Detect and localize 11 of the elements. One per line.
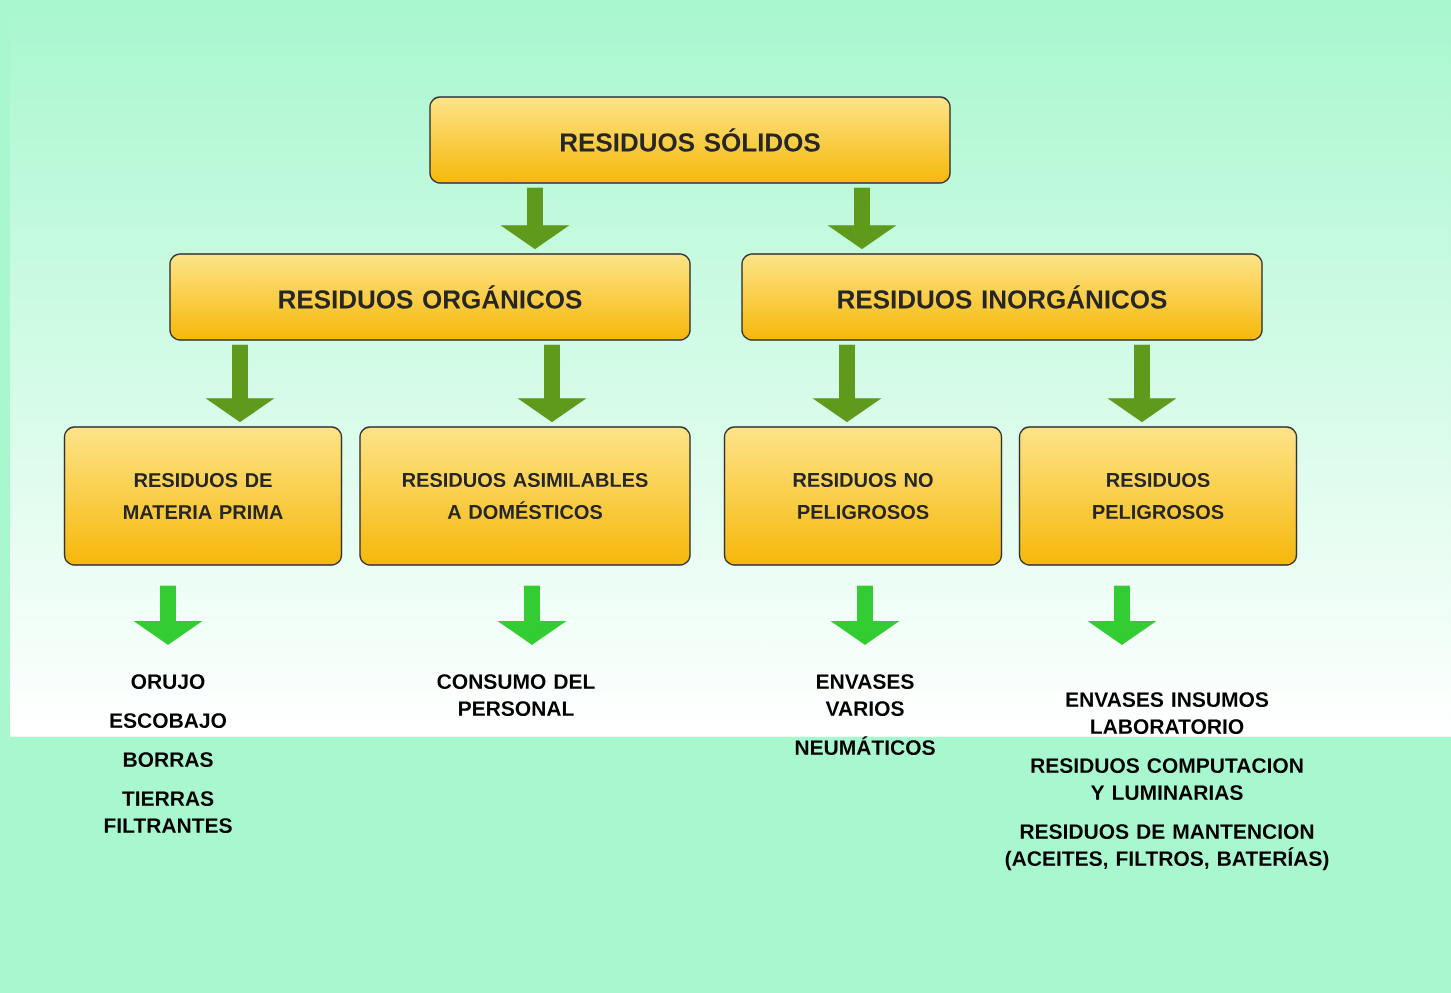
item-list: ENVASES VARIOS NEUMÁTICOS — [795, 674, 935, 756]
category-box: RESIDUOS ORGÁNICOS — [169, 253, 691, 341]
category-box: RESIDUOS DE MATERIA PRIMA — [63, 426, 343, 566]
category-box: RESIDUOS INORGÁNICOS — [741, 253, 1263, 341]
item-list: ORUJO ESCOBAJO BORRAS TIERRAS FILTRANTES — [104, 674, 232, 834]
category-box: RESIDUOS SÓLIDOS — [429, 96, 951, 184]
category-box: RESIDUOS NO PELIGROSOS — [723, 426, 1003, 566]
item-list: CONSUMO DEL PERSONAL — [437, 674, 595, 717]
category-box: RESIDUOS ASIMILABLES A DOMÉSTICOS — [359, 426, 691, 566]
category-box: RESIDUOS PELIGROSOS — [1018, 426, 1298, 566]
item-list: ENVASES INSUMOS LABORATORIO RESIDUOS COMPUTACION Y LUMINARIAS RESIDUOS DE MANTENCION (ACEITES, FILTROS, BATERÍAS) — [1005, 692, 1329, 871]
